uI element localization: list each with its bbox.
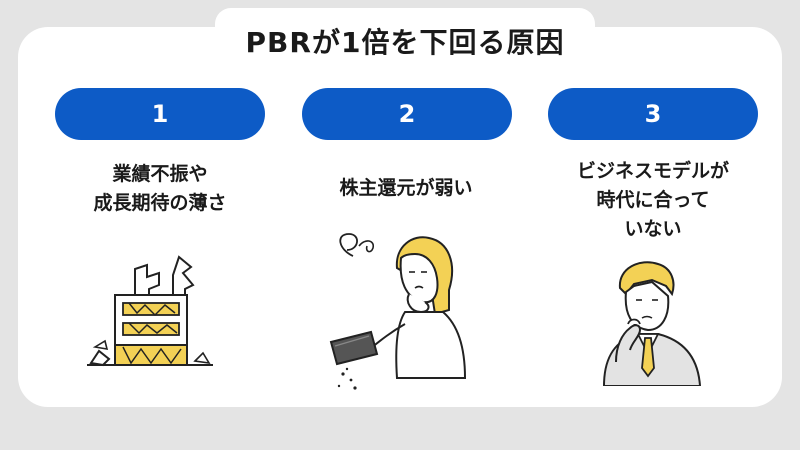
reason-2-number: 2: [398, 100, 416, 128]
reason-3-number: 3: [644, 100, 662, 128]
reason-3-line-2: 時代に合って: [596, 189, 710, 211]
page-title: PBRが1倍を下回る原因: [245, 26, 565, 59]
reason-3-caption: ビジネスモデルが 時代に合って いない: [533, 157, 773, 244]
reason-1-number-badge: 1: [55, 88, 265, 140]
thinking-businessman-icon: [602, 261, 702, 386]
reason-3-line-3: いない: [624, 218, 682, 240]
collapsing-building-icon: [87, 255, 213, 367]
reason-1-line-2: 成長期待の薄さ: [93, 192, 227, 214]
title-tab: PBRが1倍を下回る原因: [215, 8, 595, 68]
reason-1-number: 1: [151, 100, 169, 128]
reason-2-line-1: 株主還元が弱い: [339, 177, 473, 199]
reason-3-line-1: ビジネスモデルが: [576, 160, 729, 182]
reason-2-caption: 株主還元が弱い: [286, 174, 526, 203]
reason-2-number-badge: 2: [302, 88, 512, 140]
reason-1-line-1: 業績不振や: [112, 163, 208, 185]
worried-person-with-empty-wallet-icon: [329, 233, 467, 390]
reason-3-number-badge: 3: [548, 88, 758, 140]
reason-1-caption: 業績不振や 成長期待の薄さ: [40, 160, 280, 218]
